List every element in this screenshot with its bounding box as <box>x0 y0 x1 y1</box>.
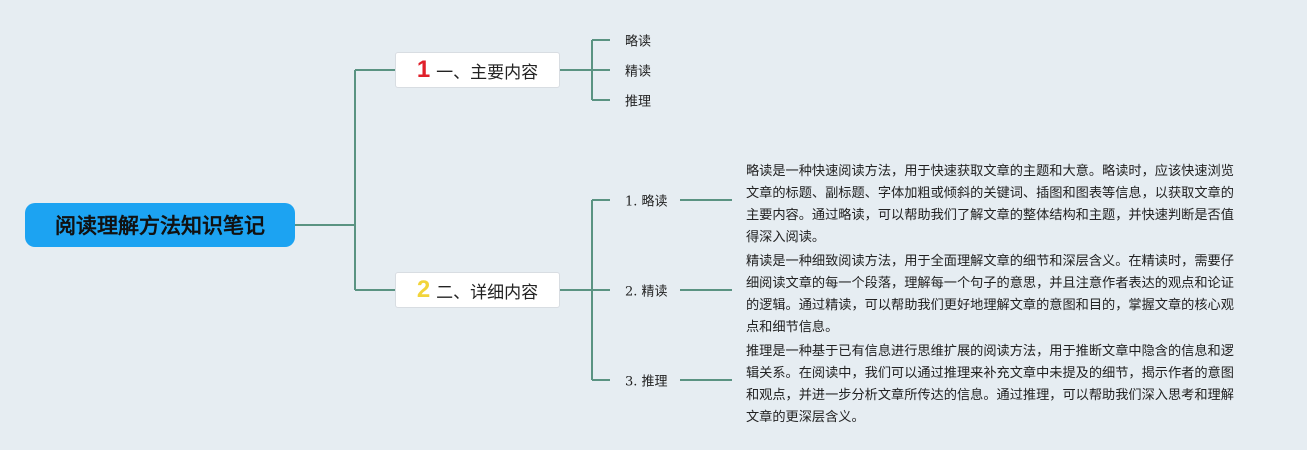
branch-detail-content[interactable]: 2 二、详细内容 <box>395 272 560 308</box>
number-2-icon: 2 <box>416 276 431 303</box>
branch-main-content[interactable]: 1 一、主要内容 <box>395 52 560 88</box>
detail-leaf-inference[interactable]: 3. 推理 <box>625 374 668 390</box>
detail-leaf-skim[interactable]: 1. 略读 <box>625 194 668 210</box>
leaf-skim[interactable]: 略读 <box>625 34 652 50</box>
detail-text-skim[interactable]: 略读是一种快速阅读方法，用于快速获取文章的主题和大意。略读时，应该快速浏览文章的… <box>746 164 1234 245</box>
branch-label: 二、详细内容 <box>436 282 539 303</box>
branch-label: 一、主要内容 <box>436 62 539 83</box>
leaf-intensive[interactable]: 精读 <box>625 64 652 80</box>
detail-leaf-intensive[interactable]: 2. 精读 <box>625 284 668 300</box>
leaf-inference[interactable]: 推理 <box>625 94 652 110</box>
root-title: 阅读理解方法知识笔记 <box>55 214 265 238</box>
root-node[interactable]: 阅读理解方法知识笔记 <box>25 203 295 247</box>
number-1-icon: 1 <box>416 56 431 83</box>
detail-text-inference[interactable]: 推理是一种基于已有信息进行思维扩展的阅读方法，用于推断文章中隐含的信息和逻辑关系… <box>746 344 1234 425</box>
detail-text-intensive[interactable]: 精读是一种细致阅读方法，用于全面理解文章的细节和深层含义。在精读时，需要仔细阅读… <box>746 254 1234 335</box>
